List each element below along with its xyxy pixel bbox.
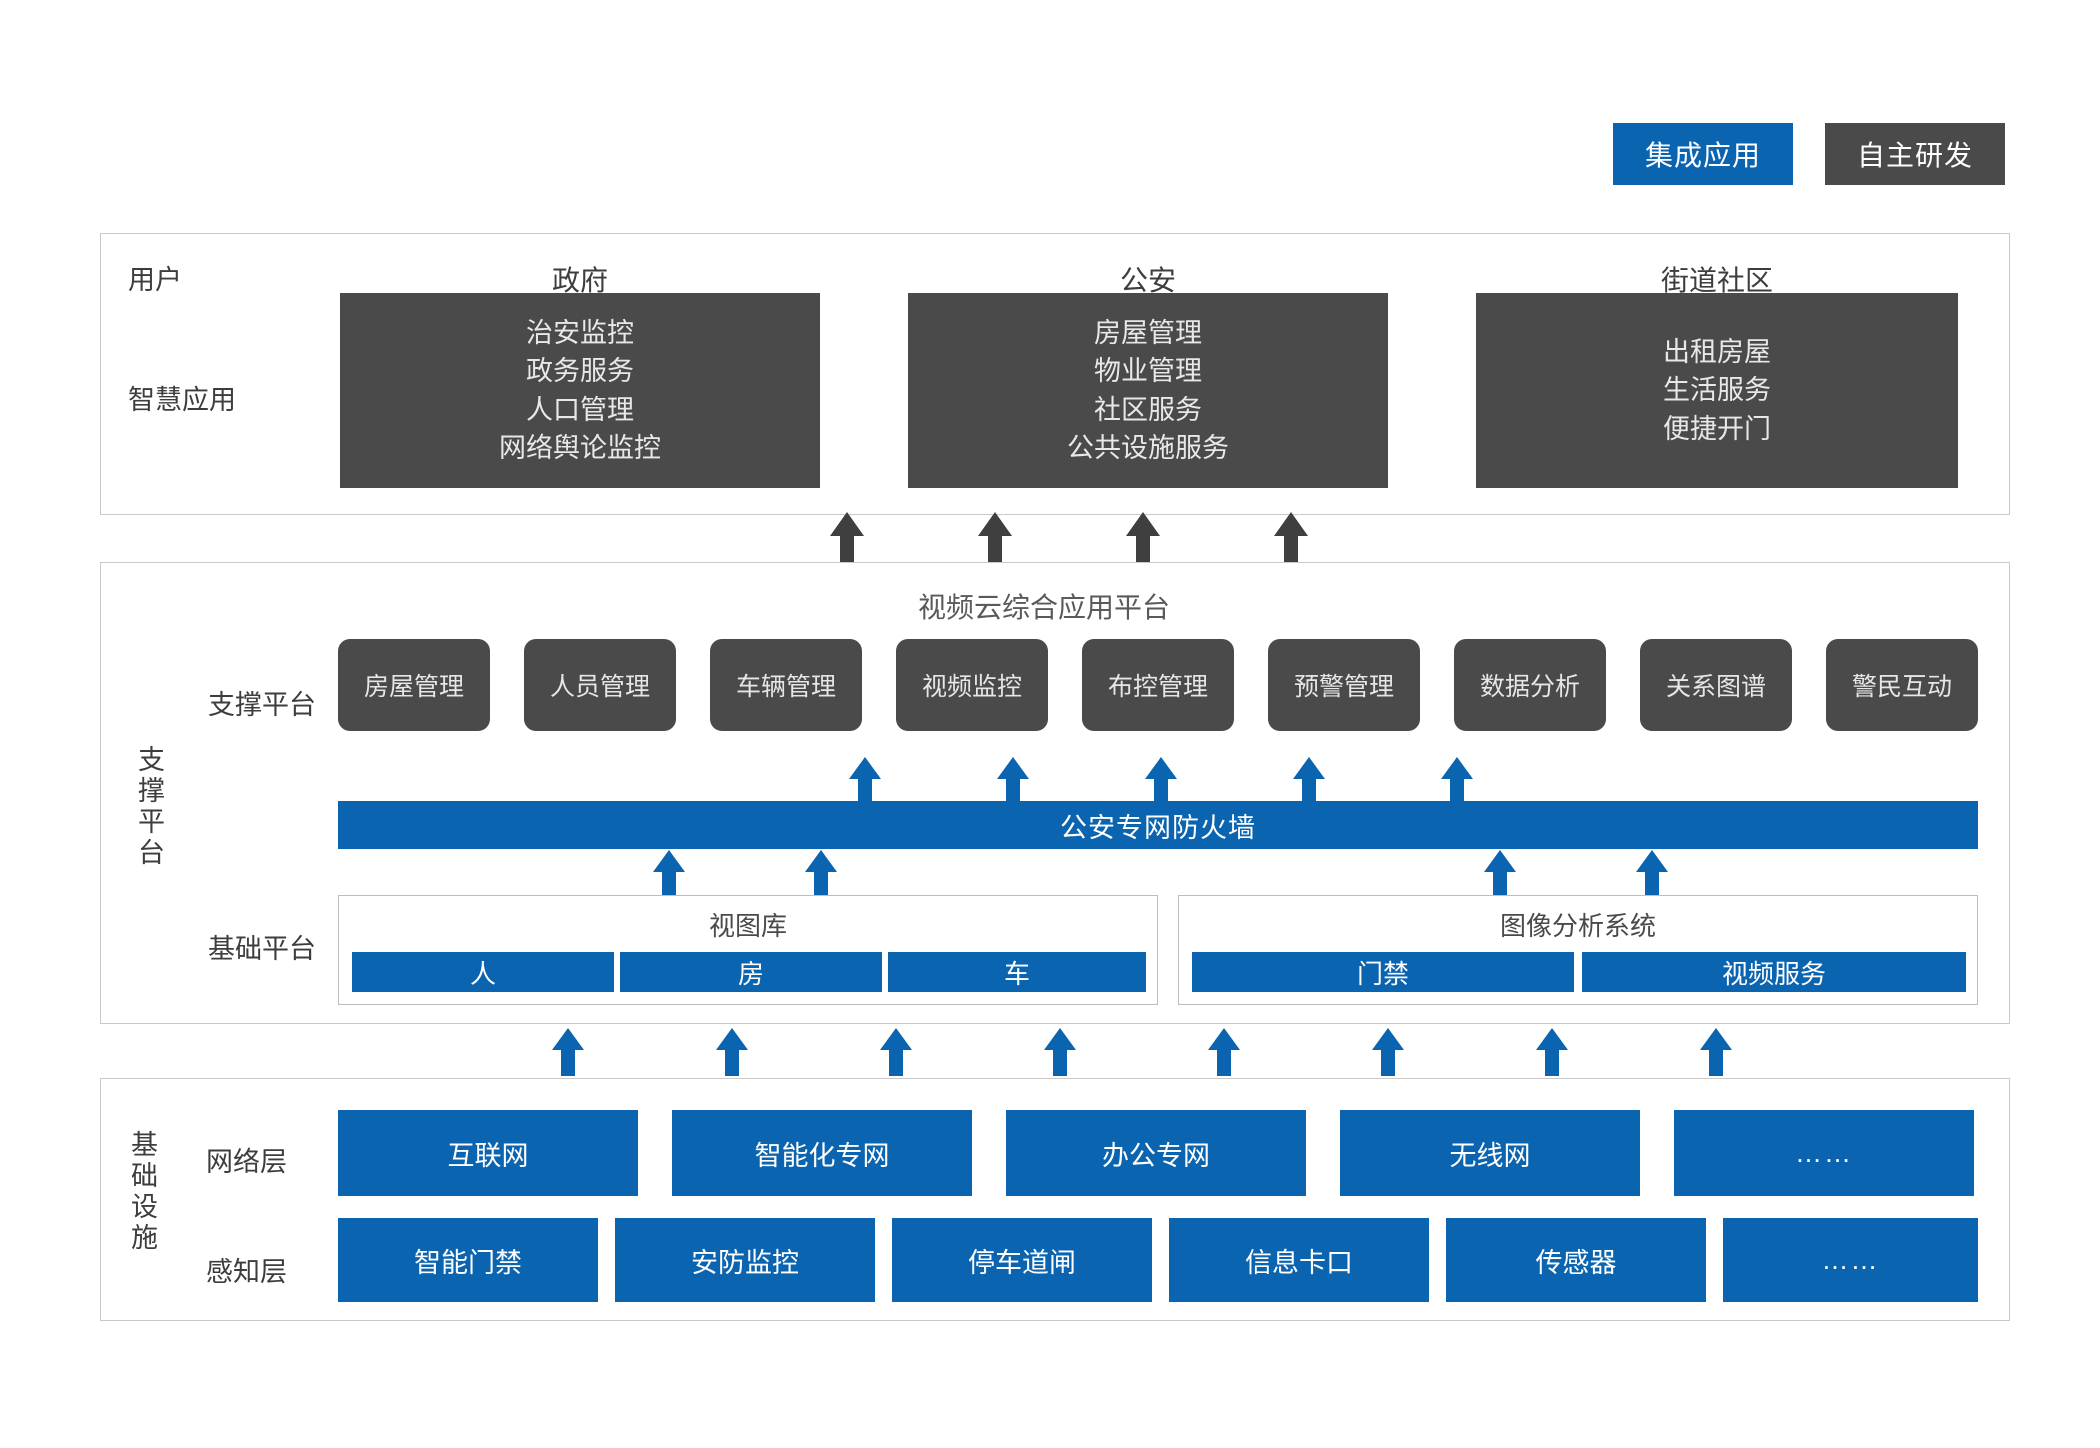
network-chip-intelligent-private-network[interactable]: 智能化专网: [672, 1110, 972, 1196]
network-chip-office-private-network[interactable]: 办公专网: [1006, 1110, 1306, 1196]
arrow-up-blue-infra-7: [1536, 1028, 1568, 1076]
arrow-up-blue-infra-1: [552, 1028, 584, 1076]
legend-label-integrated: 集成应用: [1644, 140, 1761, 171]
row-label-support-platform: 支撑平台: [208, 690, 316, 720]
app-item-government-0: 治安监控: [526, 317, 634, 348]
arrow-up-blue-infra-4: [1044, 1028, 1076, 1076]
support-module-alert-management[interactable]: 预警管理: [1268, 639, 1420, 731]
base-chip-access-control[interactable]: 门禁: [1192, 952, 1574, 992]
support-module-house-management[interactable]: 房屋管理: [338, 639, 490, 731]
base-chip-person[interactable]: 人: [352, 952, 614, 992]
sensing-chip-smart-access-control[interactable]: 智能门禁: [338, 1218, 598, 1302]
support-module-personnel-management[interactable]: 人员管理: [524, 639, 676, 731]
legend: 集成应用 自主研发: [1613, 123, 2005, 185]
app-column-title-government: 政府: [551, 265, 608, 296]
arrow-up-blue-base-3: [1484, 850, 1516, 898]
arrow-up-blue-fw-4: [1293, 757, 1325, 805]
app-box-community: 出租房屋 生活服务 便捷开门: [1476, 293, 1958, 488]
app-box-government: 治安监控 政务服务 人口管理 网络舆论监控: [340, 293, 820, 488]
row-label-base-platform: 基础平台: [208, 934, 316, 964]
row-label-network-layer: 网络层: [206, 1147, 287, 1177]
app-item-government-3: 网络舆论监控: [499, 432, 661, 463]
arrow-up-dark-2: [978, 512, 1012, 564]
app-box-police: 房屋管理 物业管理 社区服务 公共设施服务: [908, 293, 1388, 488]
app-item-government-1: 政务服务: [526, 356, 634, 387]
arrow-up-blue-base-2: [805, 850, 837, 898]
arrow-up-blue-infra-8: [1700, 1028, 1732, 1076]
arrow-up-dark-4: [1274, 512, 1308, 564]
app-column-title-police: 公安: [1119, 265, 1176, 296]
app-column-title-community: 街道社区: [1660, 265, 1773, 296]
arrow-up-blue-base-4: [1636, 850, 1668, 898]
sensing-chip-security-surveillance[interactable]: 安防监控: [615, 1218, 875, 1302]
base-chip-vehicle[interactable]: 车: [888, 952, 1146, 992]
app-item-community-1: 生活服务: [1663, 375, 1771, 406]
app-item-government-2: 人口管理: [526, 394, 634, 425]
support-module-video-surveillance[interactable]: 视频监控: [896, 639, 1048, 731]
side-label-infrastructure: 基础设施: [127, 1130, 157, 1254]
arrow-up-blue-fw-5: [1441, 757, 1473, 805]
arrow-up-blue-infra-2: [716, 1028, 748, 1076]
network-chip-wireless-network[interactable]: 无线网: [1340, 1110, 1640, 1196]
label-users: 用户: [128, 265, 182, 295]
app-item-police-3: 公共设施服务: [1067, 432, 1229, 463]
network-chip-more[interactable]: ……: [1674, 1110, 1974, 1196]
arrow-up-blue-fw-3: [1145, 757, 1177, 805]
legend-item-integrated-application: 集成应用: [1613, 123, 1793, 185]
network-chip-internet[interactable]: 互联网: [338, 1110, 638, 1196]
arrow-up-blue-infra-5: [1208, 1028, 1240, 1076]
sensing-chip-information-checkpoint[interactable]: 信息卡口: [1169, 1218, 1429, 1302]
support-module-relationship-graph[interactable]: 关系图谱: [1640, 639, 1792, 731]
sensing-chip-parking-barrier[interactable]: 停车道闸: [892, 1218, 1152, 1302]
app-item-community-2: 便捷开门: [1663, 413, 1771, 444]
app-item-police-2: 社区服务: [1094, 394, 1202, 425]
platform-title: 视频云综合应用平台: [918, 592, 1171, 623]
support-module-data-analysis[interactable]: 数据分析: [1454, 639, 1606, 731]
support-module-police-citizen-interaction[interactable]: 警民互动: [1826, 639, 1978, 731]
support-module-control-management[interactable]: 布控管理: [1082, 639, 1234, 731]
side-label-support-platform: 支撑平台: [134, 745, 164, 869]
base-chip-video-service[interactable]: 视频服务: [1582, 952, 1966, 992]
arrow-up-blue-infra-3: [880, 1028, 912, 1076]
app-item-police-1: 物业管理: [1094, 356, 1202, 387]
app-item-police-0: 房屋管理: [1094, 317, 1202, 348]
sensing-chip-more[interactable]: ……: [1723, 1218, 1978, 1302]
arrow-up-blue-fw-1: [849, 757, 881, 805]
arrow-up-dark-3: [1126, 512, 1160, 564]
arrow-up-dark-1: [830, 512, 864, 564]
firewall-bar: 公安专网防火墙: [338, 801, 1978, 849]
app-item-community-0: 出租房屋: [1663, 337, 1771, 367]
row-label-sensing-layer: 感知层: [206, 1257, 287, 1287]
label-smart-apps: 智慧应用: [128, 385, 236, 415]
base-group-image-analysis-system: 图像分析系统: [1178, 895, 1978, 1005]
support-module-vehicle-management[interactable]: 车辆管理: [710, 639, 862, 731]
base-group-title-view-library: 视图库: [708, 911, 787, 941]
legend-label-self-developed: 自主研发: [1856, 140, 1973, 171]
base-chip-house[interactable]: 房: [620, 952, 882, 992]
legend-item-self-developed: 自主研发: [1825, 123, 2005, 185]
arrow-up-blue-infra-6: [1372, 1028, 1404, 1076]
sensing-chip-sensor[interactable]: 传感器: [1446, 1218, 1706, 1302]
base-group-title-image-analysis: 图像分析系统: [1499, 911, 1656, 941]
arrow-up-blue-base-1: [653, 850, 685, 898]
arrow-up-blue-fw-2: [997, 757, 1029, 805]
